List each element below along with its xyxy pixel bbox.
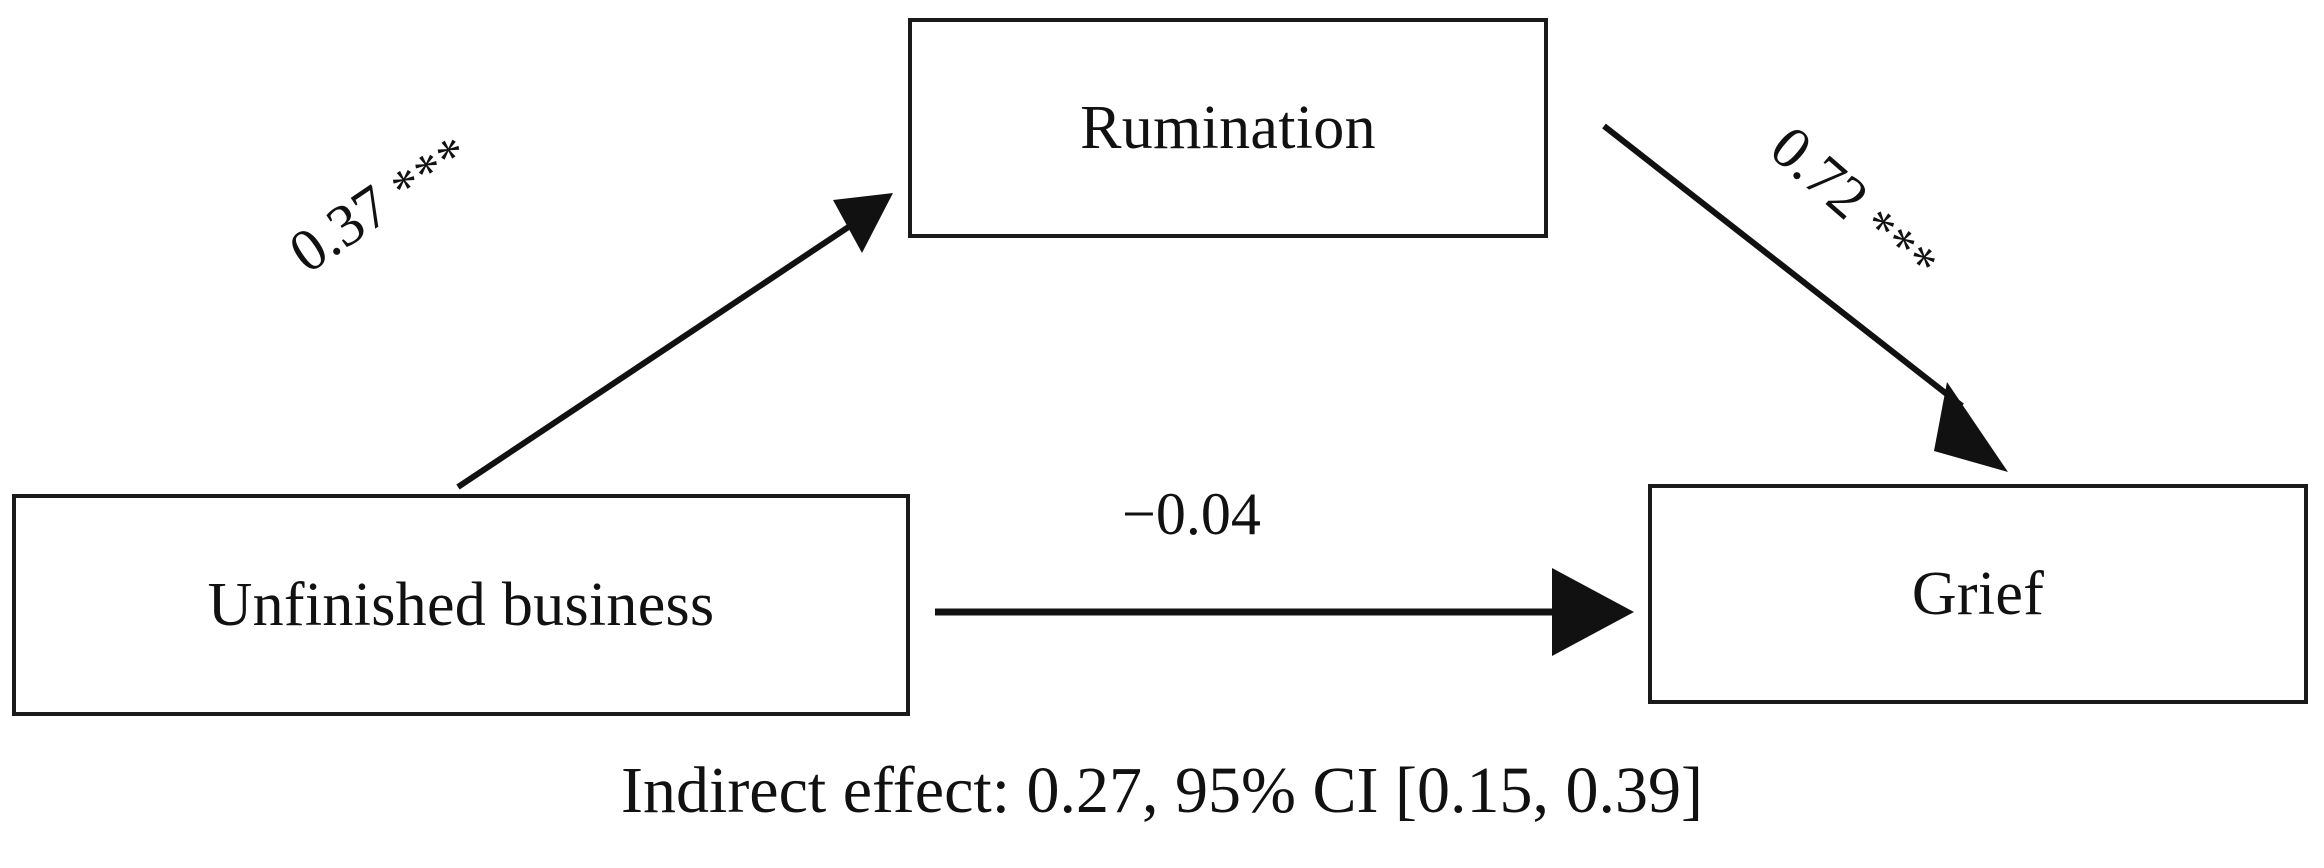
edge-label-c-prime-path: −0.04 [1122,484,1261,544]
node-unfinished-business[interactable]: Unfinished business [12,494,910,716]
node-rumination-label: Rumination [1080,94,1376,162]
edge-c-prime-coefficient: −0.04 [1122,481,1261,547]
indirect-effect-caption: Indirect effect: 0.27, 95% CI [0.15, 0.3… [621,754,1703,827]
arrow-b-path [1602,123,2008,472]
arrow-a-path [456,193,893,490]
arrow-c-prime-path [935,568,1634,656]
node-unfinished-business-label: Unfinished business [207,571,715,639]
node-grief[interactable]: Grief [1648,484,2308,704]
node-grief-label: Grief [1911,560,2045,628]
node-rumination[interactable]: Rumination [908,18,1548,238]
